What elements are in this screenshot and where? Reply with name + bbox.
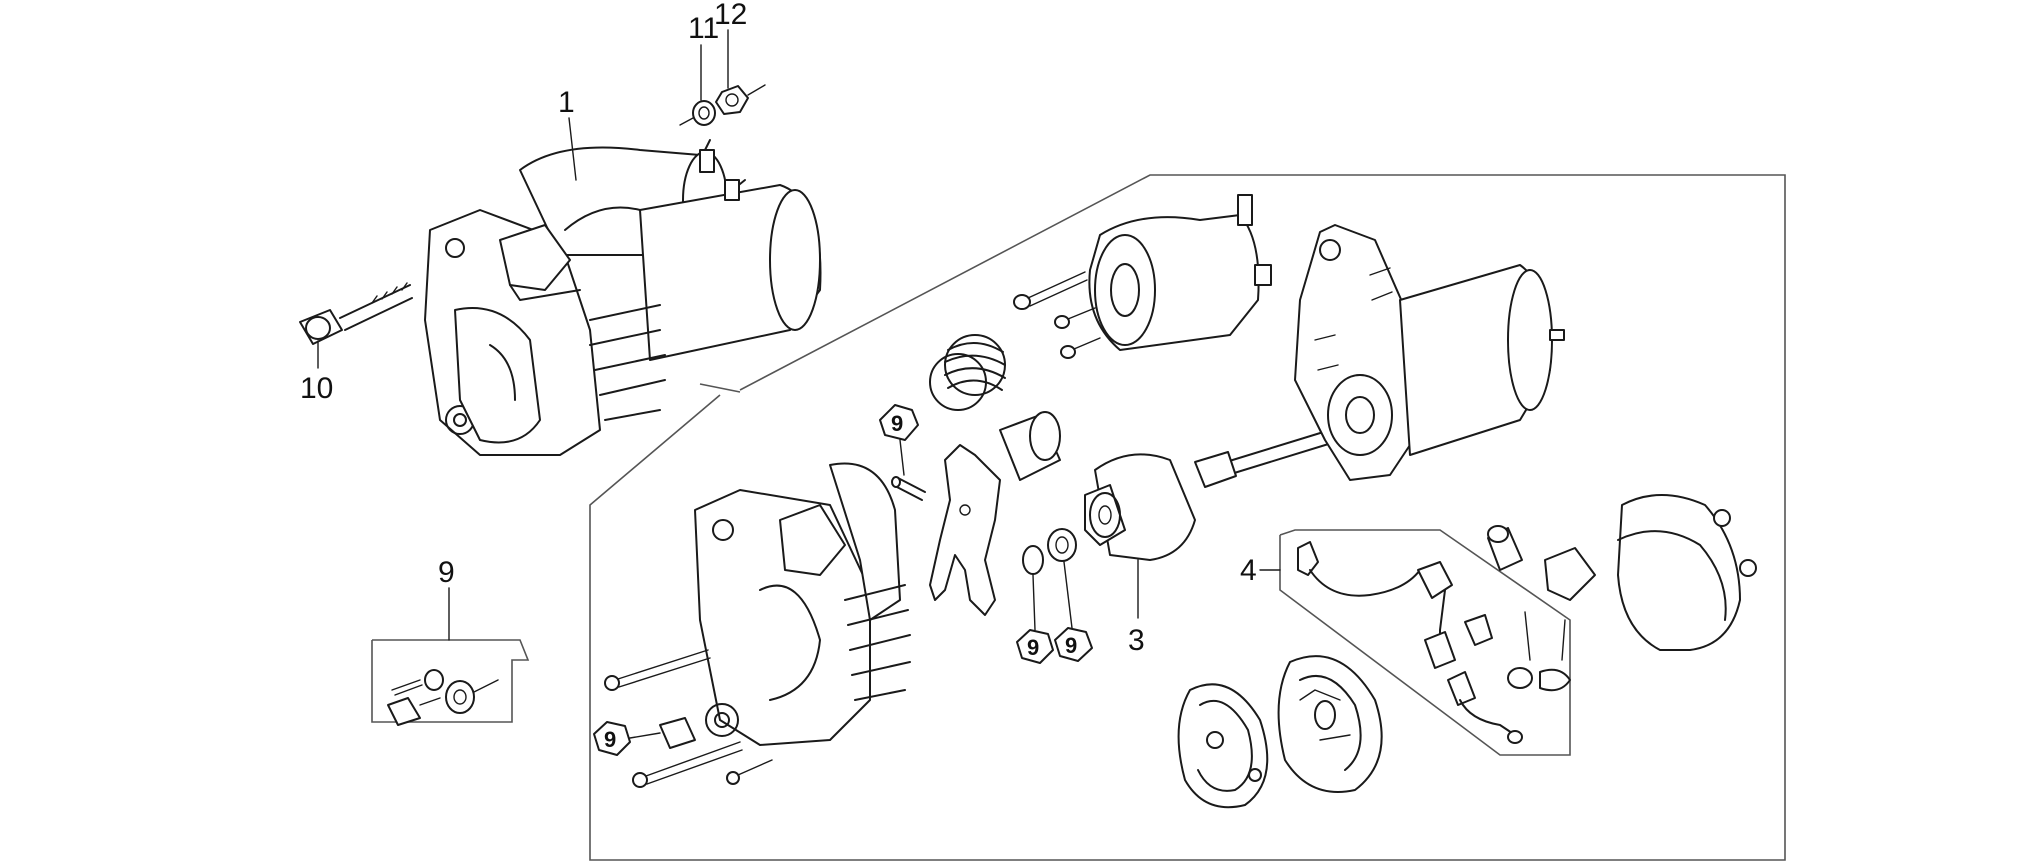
bushing: [659, 717, 696, 749]
callout-9-kit: 9: [438, 556, 455, 589]
spring: [929, 334, 1006, 411]
end-clip: [1544, 547, 1596, 601]
shift-fork: [929, 444, 1001, 616]
bolt-10: [299, 282, 413, 345]
washer: [1047, 528, 1077, 562]
callout-hex-2: [1016, 574, 1054, 664]
circlip: [1022, 545, 1044, 575]
leader-1: [568, 117, 577, 181]
plunger: [999, 411, 1061, 481]
motor-yoke-exploded: [1294, 224, 1565, 481]
callout-11: 11: [688, 12, 719, 45]
drive-housing-exploded: [694, 462, 911, 746]
callout-12: 12: [714, 0, 747, 31]
end-bushing: [1487, 525, 1523, 571]
callout-hex-4: [593, 721, 661, 756]
starter-motor-assembly: [424, 139, 822, 456]
solenoid-exploded: [1088, 194, 1272, 351]
pin: [891, 476, 926, 501]
callout-hex-3-label: 9: [1065, 633, 1077, 658]
callout-hex-3: [1054, 561, 1093, 662]
end-screws: [1713, 509, 1757, 577]
callout-hex-1: [879, 404, 919, 476]
through-bolts: [604, 649, 773, 788]
callout-4: 4: [1240, 554, 1257, 587]
brush-springs: [1507, 611, 1571, 692]
pinion-drive: [1084, 453, 1196, 561]
end-cap: [1617, 494, 1741, 651]
retainer-ring: [1177, 683, 1269, 809]
callout-3: 3: [1128, 624, 1145, 657]
callout-hex-2-label: 9: [1027, 635, 1039, 660]
nut-12: [715, 84, 766, 115]
callout-10: 10: [300, 372, 333, 405]
kit-9-box: [371, 639, 530, 726]
brush-holder-cable: [1297, 541, 1523, 744]
exploded-view-frame: [589, 174, 1786, 861]
brush-plate: [1277, 655, 1383, 793]
callout-hex-4-label: 9: [604, 727, 616, 752]
solenoid-screws: [1013, 271, 1101, 359]
armature-shaft: [1194, 429, 1336, 488]
callout-hex-1-label: 9: [891, 411, 903, 436]
brush-kit-frame: [1279, 529, 1571, 756]
nut-11: [679, 100, 716, 126]
callout-1: 1: [558, 86, 575, 119]
